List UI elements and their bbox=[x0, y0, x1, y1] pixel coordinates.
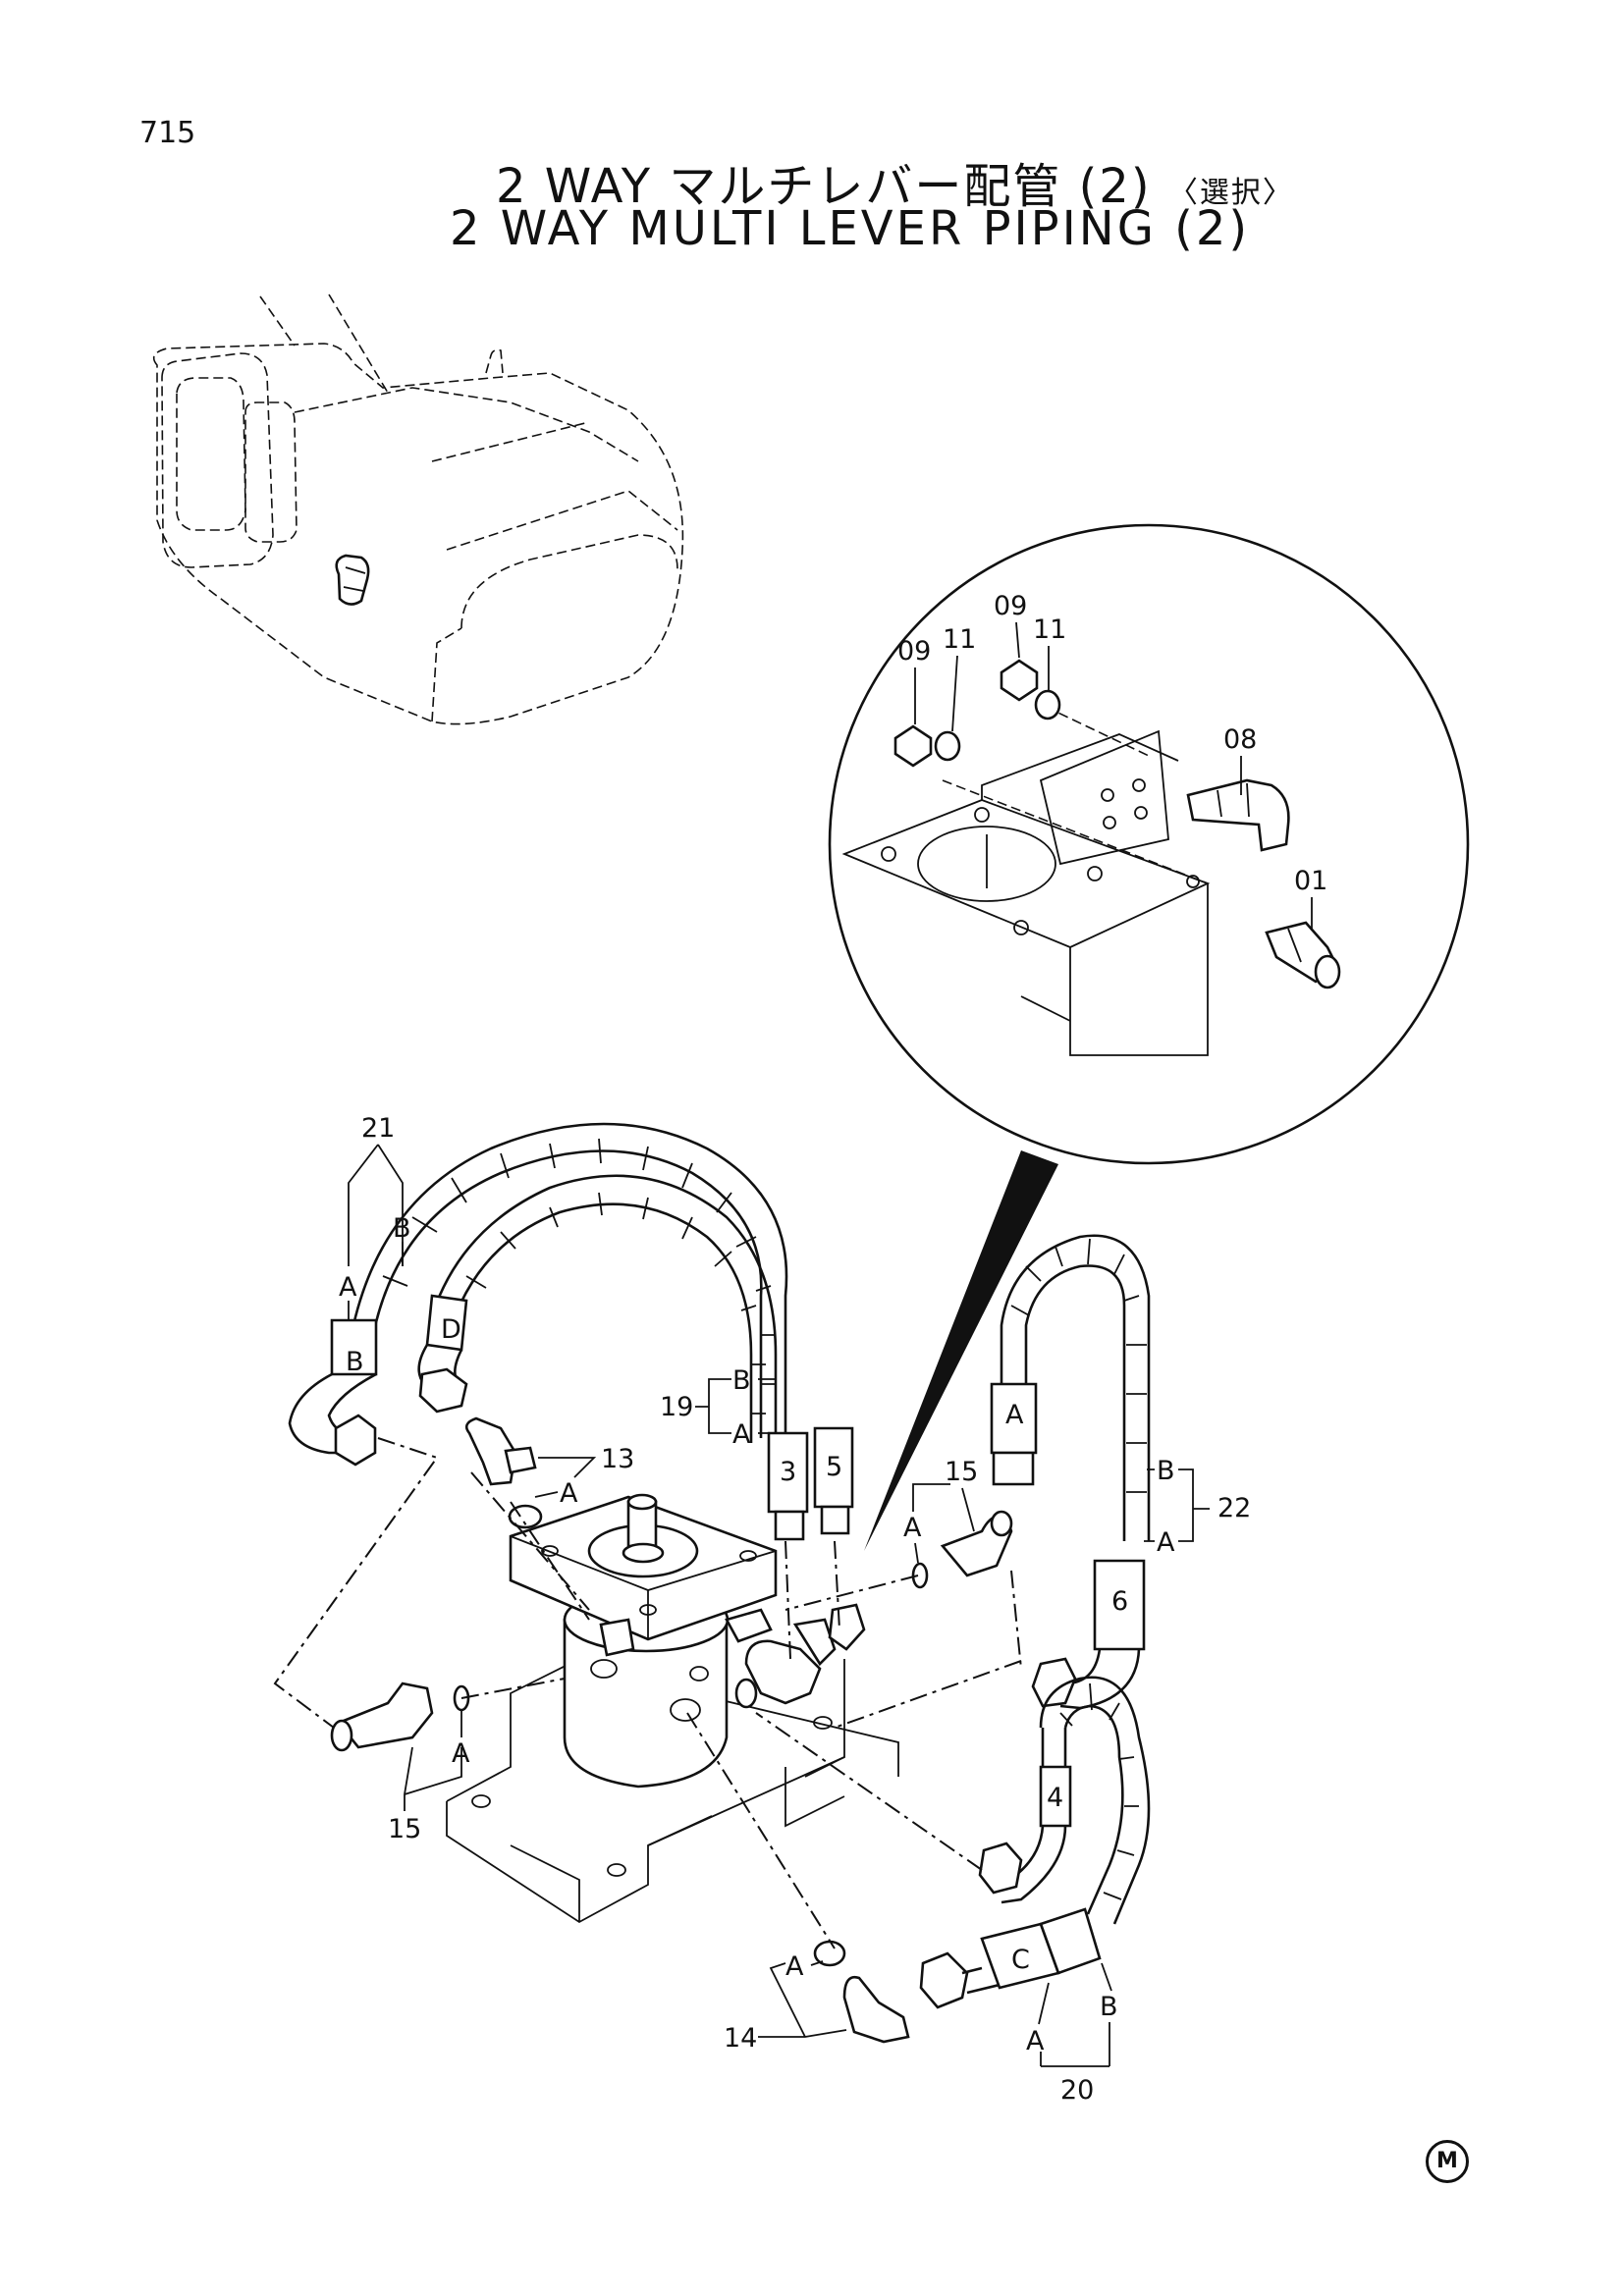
hose-tags: B D 3 5 A 6 4 C bbox=[346, 1314, 1128, 1975]
detail-callout-circle bbox=[828, 523, 1470, 1551]
callout-14-a: A bbox=[785, 1951, 804, 1982]
callout-15-lower: 15 bbox=[388, 1814, 421, 1844]
hose-tag-4: 4 bbox=[1047, 1783, 1063, 1813]
callout-22: 22 bbox=[1217, 1493, 1251, 1523]
callout-11-left: 11 bbox=[943, 624, 976, 655]
connection-lines bbox=[273, 1437, 1022, 1949]
callout-22-b: B bbox=[1157, 1456, 1175, 1486]
callout-19: 19 bbox=[660, 1392, 693, 1422]
excavator-overview bbox=[152, 294, 684, 725]
hoses bbox=[288, 1122, 1151, 2009]
valve-assembly bbox=[446, 1493, 899, 1924]
callout-15-lower-a: A bbox=[452, 1738, 470, 1769]
callout-01: 01 bbox=[1294, 866, 1327, 896]
fittings bbox=[330, 1416, 1013, 2044]
callout-21-a: A bbox=[339, 1272, 357, 1303]
callout-08: 08 bbox=[1223, 724, 1257, 755]
hose-tag-c: C bbox=[1011, 1945, 1030, 1975]
callout-20-a: A bbox=[1026, 2026, 1045, 2056]
title-english: 2 WAY MULTI LEVER PIPING (2) bbox=[450, 201, 1251, 256]
hose-tag-b: B bbox=[346, 1347, 364, 1377]
title-japanese: 2 WAY マルチレバー配管 (2) 〈選択〉 bbox=[496, 147, 1294, 216]
part-callouts: 21 A B 19 B A 13 A 15 A 22 B A 15 A 14 A bbox=[339, 1113, 1251, 2106]
page-number: 715 bbox=[139, 116, 196, 150]
hose-tag-3: 3 bbox=[780, 1457, 796, 1487]
callout-15-upper-a: A bbox=[903, 1513, 922, 1543]
hose-tag-6: 6 bbox=[1111, 1586, 1128, 1617]
callout-09-right: 09 bbox=[994, 591, 1027, 621]
hose-tag-a: A bbox=[1005, 1400, 1024, 1430]
detail-callout-labels: 09 11 09 11 08 01 bbox=[897, 591, 1327, 931]
hose-tag-5: 5 bbox=[826, 1452, 842, 1482]
callout-20-b: B bbox=[1100, 1992, 1118, 2022]
callout-19-a: A bbox=[732, 1419, 751, 1450]
callout-21: 21 bbox=[361, 1113, 395, 1144]
callout-22-a: A bbox=[1157, 1527, 1175, 1558]
registered-mark: M bbox=[1426, 2140, 1469, 2183]
callout-19-b: B bbox=[732, 1365, 751, 1396]
title-japanese-main: 2 WAY マルチレバー配管 (2) bbox=[496, 159, 1152, 214]
callout-21-b: B bbox=[393, 1213, 411, 1244]
hose-tag-d: D bbox=[441, 1314, 461, 1345]
callout-15-upper: 15 bbox=[945, 1457, 978, 1487]
callout-20: 20 bbox=[1060, 2075, 1094, 2106]
callout-14: 14 bbox=[724, 2023, 757, 2054]
callout-13: 13 bbox=[601, 1444, 634, 1474]
callout-13-a: A bbox=[560, 1478, 578, 1509]
callout-09-left: 09 bbox=[897, 636, 931, 667]
callout-11-right: 11 bbox=[1033, 614, 1066, 645]
title-japanese-note: 〈選択〉 bbox=[1167, 176, 1294, 210]
